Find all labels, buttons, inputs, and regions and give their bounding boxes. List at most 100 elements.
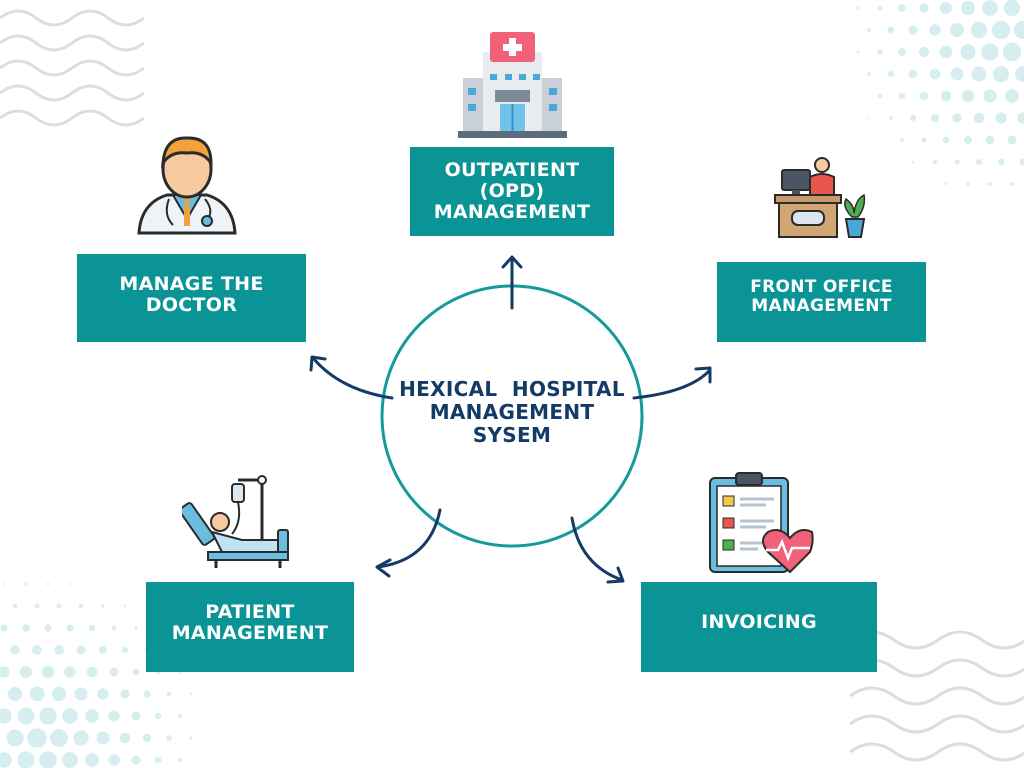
decorative-dot (866, 27, 872, 33)
decorative-dot (166, 691, 172, 697)
doctor-icon (137, 136, 237, 235)
decorative-dot (983, 89, 997, 103)
decorative-dot (944, 182, 948, 186)
decorative-dot (932, 159, 938, 165)
patient-management-label-line2: MANAGEMENT (171, 622, 329, 644)
decorative-dot (64, 666, 76, 678)
decorative-dot (189, 736, 193, 740)
decorative-dot (888, 115, 894, 121)
decorative-dot (17, 707, 35, 725)
decorative-dot (975, 158, 983, 166)
decorative-dot (2, 582, 6, 586)
decorative-dot (908, 69, 918, 79)
decorative-dot (856, 94, 860, 98)
decorative-dot (46, 582, 50, 586)
patient-management-label-line1: PATIENT (205, 601, 295, 623)
opd-management-label-line1: OUTPATIENT (444, 159, 580, 181)
decorative-dot (88, 624, 96, 632)
center-title-line2: MANAGEMENT (429, 400, 595, 424)
decorative-dot (960, 44, 976, 60)
decorative-dot (991, 20, 1011, 40)
decorative-dot (988, 182, 992, 186)
decorative-dot (76, 645, 86, 655)
decorative-dot (966, 182, 970, 186)
decorative-dot (120, 689, 130, 699)
decorative-dot (877, 49, 883, 55)
decorative-dot (954, 159, 960, 165)
decorative-dot (0, 708, 12, 724)
decorative-dot (22, 624, 30, 632)
decorative-dot (1017, 112, 1024, 124)
dot-pattern-top-right (856, 0, 1024, 186)
decorative-dot (929, 68, 941, 80)
decorative-dot (973, 112, 985, 124)
decorative-dot (54, 645, 64, 655)
manage-doctor-label-line2: DOCTOR (145, 294, 238, 316)
center-title: HEXICAL HOSPITAL MANAGEMENT SYSEM (384, 378, 640, 447)
decorative-dot (12, 603, 18, 609)
arrow-to-front-office (632, 366, 712, 400)
decorative-dot (0, 752, 12, 768)
center-title-line1: HEXICAL HOSPITAL (399, 377, 625, 401)
decorative-dot (134, 626, 138, 630)
decorative-dot (961, 89, 975, 103)
decorative-dot (931, 114, 939, 122)
decorative-dot (101, 604, 105, 608)
decorative-dot (942, 136, 950, 144)
decorative-dot (166, 735, 172, 741)
decorative-dot (1019, 158, 1024, 166)
invoicing-label: INVOICING (701, 611, 817, 633)
decorative-dot (62, 752, 78, 768)
invoicing-box: INVOICING (641, 582, 877, 672)
decorative-dot (27, 728, 47, 748)
arrow-to-patient (375, 508, 442, 578)
decorative-dot (971, 66, 987, 82)
decorative-dot (177, 757, 183, 763)
decorative-dot (970, 21, 988, 39)
decorative-dot (952, 113, 962, 123)
decorative-dot (960, 0, 976, 16)
decorative-dot (78, 603, 84, 609)
decorative-dot (887, 70, 895, 78)
decorative-dot (992, 65, 1010, 83)
decorative-dot (898, 92, 906, 100)
decorative-dot (909, 114, 917, 122)
decorative-dot (50, 729, 68, 747)
decorative-dot (898, 4, 906, 12)
decorative-dot (85, 709, 99, 723)
decorative-dot (121, 646, 129, 654)
decorative-dot (17, 751, 35, 768)
wave-pattern-bottom-right (849, 630, 1024, 762)
hospital-icon (458, 32, 567, 138)
decorative-dot (19, 665, 33, 679)
decorative-dot (177, 713, 183, 719)
front-office-box: FRONT OFFICE MANAGEMENT (717, 262, 926, 342)
decorative-dot (39, 751, 57, 768)
decorative-dot (189, 692, 193, 696)
decorative-dot (856, 6, 860, 10)
decorative-dot (99, 646, 107, 654)
decorative-dot (997, 158, 1005, 166)
decorative-dot (911, 160, 915, 164)
decorative-dot (39, 707, 57, 725)
decorative-dot (66, 624, 74, 632)
decorative-dot (123, 604, 127, 608)
opd-management-box: OUTPATIENT (OPD) MANAGEMENT (410, 147, 614, 236)
decorative-dot (929, 24, 941, 36)
decorative-dot (51, 686, 67, 702)
decorative-dot (887, 26, 895, 34)
decorative-dot (919, 3, 929, 13)
decorative-dot (131, 711, 141, 721)
decorative-dot (1015, 66, 1024, 82)
decorative-dot (877, 5, 883, 11)
manage-doctor-label-line1: MANAGE THE (119, 273, 264, 295)
decorative-dot (29, 686, 45, 702)
decorative-dot (877, 93, 883, 99)
decorative-dot (921, 137, 927, 143)
decorative-dot (919, 91, 929, 101)
decorative-dot (0, 624, 8, 632)
decorative-dot (867, 116, 871, 120)
decorative-dot (949, 22, 965, 38)
decorative-dot (856, 50, 860, 54)
